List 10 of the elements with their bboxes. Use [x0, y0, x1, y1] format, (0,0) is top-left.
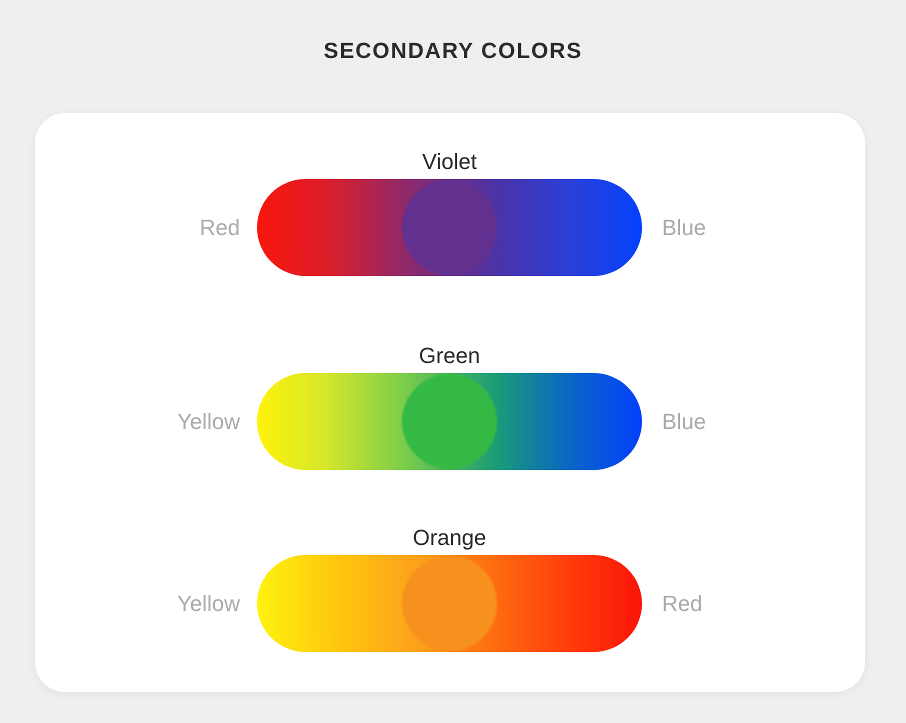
- source-color-label: Red: [662, 590, 702, 616]
- title: SECONDARY COLORS: [324, 38, 582, 63]
- mix-result-label: Orange: [412, 525, 486, 551]
- mix-result-label: Green: [418, 343, 480, 369]
- source-color-label: Yellow: [177, 408, 240, 434]
- source-color-label: Red: [200, 214, 240, 240]
- mix-result-label: Violet: [422, 149, 477, 175]
- source-color-label: Yellow: [177, 590, 240, 616]
- source-color-label: Blue: [662, 408, 706, 434]
- source-color-label: Blue: [662, 214, 706, 240]
